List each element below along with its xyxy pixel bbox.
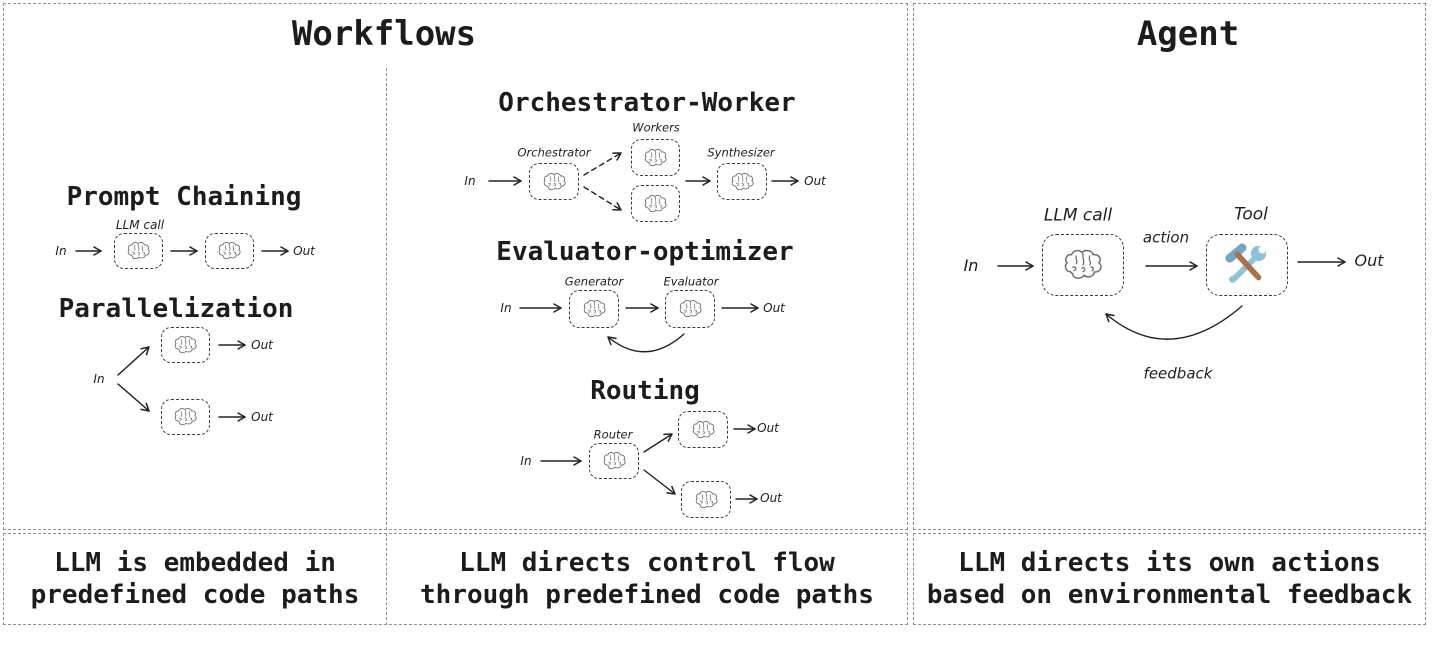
llm-call-label: LLM call xyxy=(1043,205,1113,226)
out-label: Out xyxy=(763,301,785,315)
brain-icon xyxy=(216,241,243,261)
out-label: Out xyxy=(804,174,826,188)
agent-caption: LLM directs its own actions based on env… xyxy=(926,548,1413,610)
orchestrator-label: Orchestrator xyxy=(517,145,591,160)
brain-icon xyxy=(690,420,717,440)
in-label: In xyxy=(464,174,476,188)
parallelization-llm-node-1 xyxy=(161,327,210,363)
agent-caption-box xyxy=(913,533,1426,625)
brain-icon xyxy=(172,407,199,427)
worker-node-1 xyxy=(631,139,680,176)
prompt-chaining-llm-node-2 xyxy=(205,233,254,269)
workflows-panel xyxy=(3,3,908,530)
evaluator-label: Evaluator xyxy=(663,274,719,289)
brain-icon xyxy=(642,148,669,168)
synthesizer-label: Synthesizer xyxy=(707,145,775,160)
evaluator-optimizer-title: Evaluator-optimizer xyxy=(496,237,794,267)
agent-panel xyxy=(913,3,1426,530)
agent-title: Agent xyxy=(1136,14,1240,54)
agent-llm-node xyxy=(1042,234,1124,296)
brain-icon xyxy=(677,299,704,319)
routing-llm-node-1 xyxy=(678,411,728,448)
parallelization-title: Parallelization xyxy=(58,294,294,324)
workflows-column-divider xyxy=(386,68,387,530)
in-label: In xyxy=(93,372,105,386)
prompt-chaining-llm-node-1 xyxy=(114,233,163,269)
in-label: In xyxy=(500,301,512,315)
orchestrator-node xyxy=(529,163,579,200)
out-label: Out xyxy=(293,244,315,258)
parallelization-llm-node-2 xyxy=(161,399,210,435)
workflows-title: Workflows xyxy=(291,14,477,54)
workers-label: Workers xyxy=(632,120,680,135)
brain-icon xyxy=(729,172,756,192)
out-label: Out xyxy=(251,338,273,352)
caption-row-divider xyxy=(386,533,387,625)
generator-label: Generator xyxy=(564,274,624,289)
brain-icon xyxy=(581,299,608,319)
feedback-label: feedback xyxy=(1143,364,1213,383)
out-label: Out xyxy=(757,421,779,435)
llm-call-label: LLM call xyxy=(115,218,165,232)
brain-icon xyxy=(541,172,568,192)
evaluator-node xyxy=(665,290,715,328)
prompt-chaining-title: Prompt Chaining xyxy=(66,182,302,212)
tool-label: Tool xyxy=(1234,204,1268,225)
brain-icon xyxy=(601,451,628,471)
orchestrator-worker-title: Orchestrator-Worker xyxy=(498,88,796,118)
workflows-caption-row xyxy=(3,533,908,625)
router-label: Router xyxy=(593,427,633,442)
synthesizer-node xyxy=(717,163,767,200)
hammer-wrench-icon xyxy=(1224,242,1270,288)
worker-node-2 xyxy=(631,185,680,222)
brain-icon xyxy=(642,194,669,214)
in-label: In xyxy=(55,244,67,258)
agent-tool-node xyxy=(1206,234,1288,296)
routing-title: Routing xyxy=(590,376,700,406)
brain-icon xyxy=(693,490,720,510)
in-label: In xyxy=(520,454,532,468)
brain-icon xyxy=(1060,248,1106,282)
out-label: Out xyxy=(760,491,782,505)
out-label: Out xyxy=(251,410,273,424)
workflows-middle-caption: LLM directs control flow through predefi… xyxy=(420,548,874,610)
brain-icon xyxy=(125,241,152,261)
out-label: Out xyxy=(1354,251,1384,270)
router-node xyxy=(589,443,639,479)
action-label: action xyxy=(1142,228,1190,247)
brain-icon xyxy=(172,335,199,355)
routing-llm-node-2 xyxy=(681,481,731,518)
in-label: In xyxy=(963,256,979,275)
generator-node xyxy=(569,290,619,328)
workflows-left-caption: LLM is embedded in predefined code paths xyxy=(30,548,360,610)
